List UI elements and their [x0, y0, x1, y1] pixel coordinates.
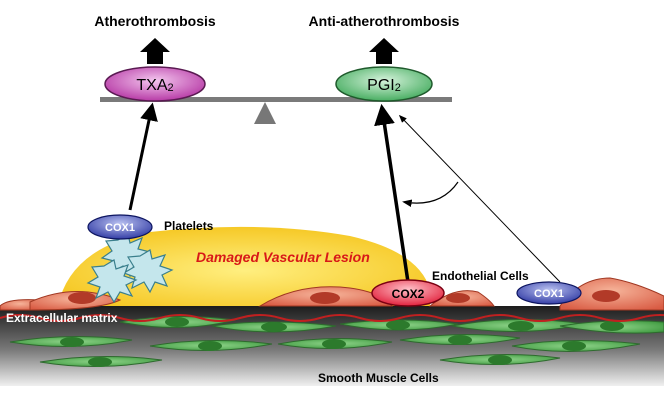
cox1-endothelial-ellipse: [516, 281, 582, 305]
label-cox1-endothelial: COX1: [534, 288, 564, 300]
platelet-cluster: [86, 233, 174, 304]
arrow-cox1-to-txa2: [128, 102, 158, 211]
platelet: [122, 249, 174, 294]
label-cox2-endothelial: COX2: [392, 287, 425, 301]
label-anti-atherothrombosis: Anti-atherothrombosis: [309, 13, 460, 29]
label-smooth-muscle-cells: Smooth Muscle Cells: [318, 371, 439, 385]
label-platelets: Platelets: [164, 219, 214, 233]
label-cox1-platelet: COX1: [105, 222, 135, 234]
label-atherothrombosis: Atherothrombosis: [94, 13, 216, 29]
label-endothelial-cells: Endothelial Cells: [432, 269, 529, 283]
curved-arrow-shift: [402, 181, 459, 208]
arrow-cox2-to-pgi2: [374, 103, 410, 283]
platelet: [86, 259, 138, 304]
elastic-lamina-line: [0, 314, 664, 322]
label-pgi2: PGI2: [367, 77, 401, 94]
smooth-muscle-cells: [9, 315, 664, 368]
up-arrow-anti-atherothrombosis: [369, 38, 399, 64]
label-txa2: TXA2: [136, 77, 173, 94]
pgi2-base: PGI: [367, 77, 395, 94]
cox2-endothelial-ellipse: [371, 279, 445, 307]
txa2-subscript: 2: [168, 82, 174, 94]
up-arrow-atherothrombosis: [140, 38, 170, 64]
pgi2-ellipse: [335, 66, 433, 102]
cox1-platelet-ellipse: [87, 214, 153, 240]
txa2-ellipse: [104, 66, 206, 102]
label-extracellular-matrix: Extracellular matrix: [6, 311, 118, 325]
label-damaged-vascular-lesion: Damaged Vascular Lesion: [196, 249, 370, 265]
balance-beam: [100, 97, 452, 102]
arrow-endothelial-cox1-to-pgi2: [398, 114, 561, 283]
pgi2-subscript: 2: [395, 82, 401, 94]
txa2-base: TXA: [136, 77, 167, 94]
balance-fulcrum: [254, 102, 276, 124]
